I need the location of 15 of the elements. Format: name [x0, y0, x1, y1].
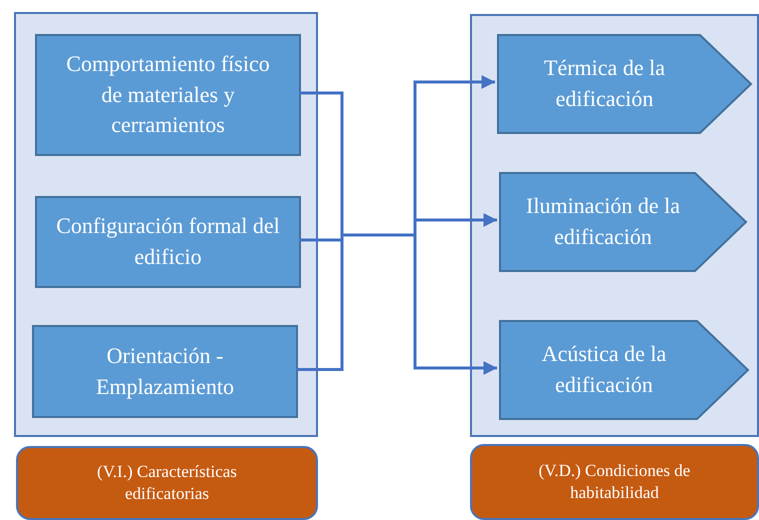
group-label-box: [16, 446, 318, 520]
box-label: Acústica de la edificación: [540, 340, 668, 399]
box-label: Iluminación de la edificación: [525, 192, 681, 251]
variable-box: [32, 325, 298, 418]
group-label-box: [470, 444, 759, 520]
group-panel: [14, 12, 318, 437]
group-title: (V.I.) Características edificatorias: [96, 460, 238, 505]
group-panel: [470, 14, 759, 437]
group-title: (V.D.) Condiciones de habitabilidad: [538, 460, 692, 504]
box-label: Configuración formal del edificio: [55, 212, 281, 271]
variable-box: [35, 34, 301, 156]
box-label: Orientación - Emplazamiento: [94, 342, 236, 401]
variable-box: [35, 196, 301, 288]
box-label: Térmica de la edificación: [543, 54, 666, 113]
box-label: Comportamiento físico de materiales y cerramientos: [65, 50, 271, 140]
